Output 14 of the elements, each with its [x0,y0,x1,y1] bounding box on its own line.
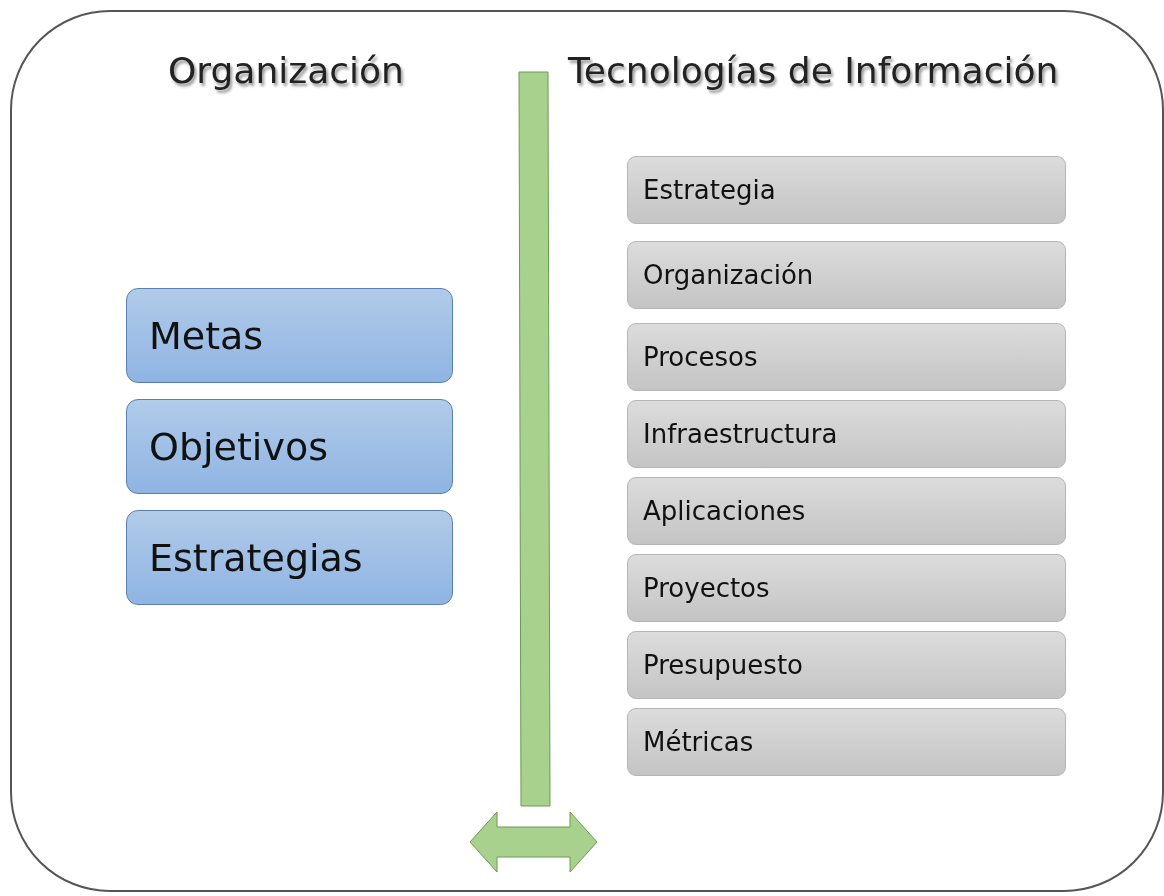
text-box: Estrategia [627,156,1066,224]
column-heading: Tecnologías de Información [568,50,1059,91]
column-heading: Organización [168,50,404,91]
text-box: Estrategias [126,510,453,605]
text-box: Proyectos [627,554,1066,622]
text-box: Organización [627,241,1066,309]
text-box: Presupuesto [627,631,1066,699]
outer-frame [10,10,1164,892]
text-box: Metas [126,288,453,383]
text-box: Métricas [627,708,1066,776]
text-box: Procesos [627,323,1066,391]
text-box: Infraestructura [627,400,1066,468]
text-box: Aplicaciones [627,477,1066,545]
text-box: Objetivos [126,399,453,494]
